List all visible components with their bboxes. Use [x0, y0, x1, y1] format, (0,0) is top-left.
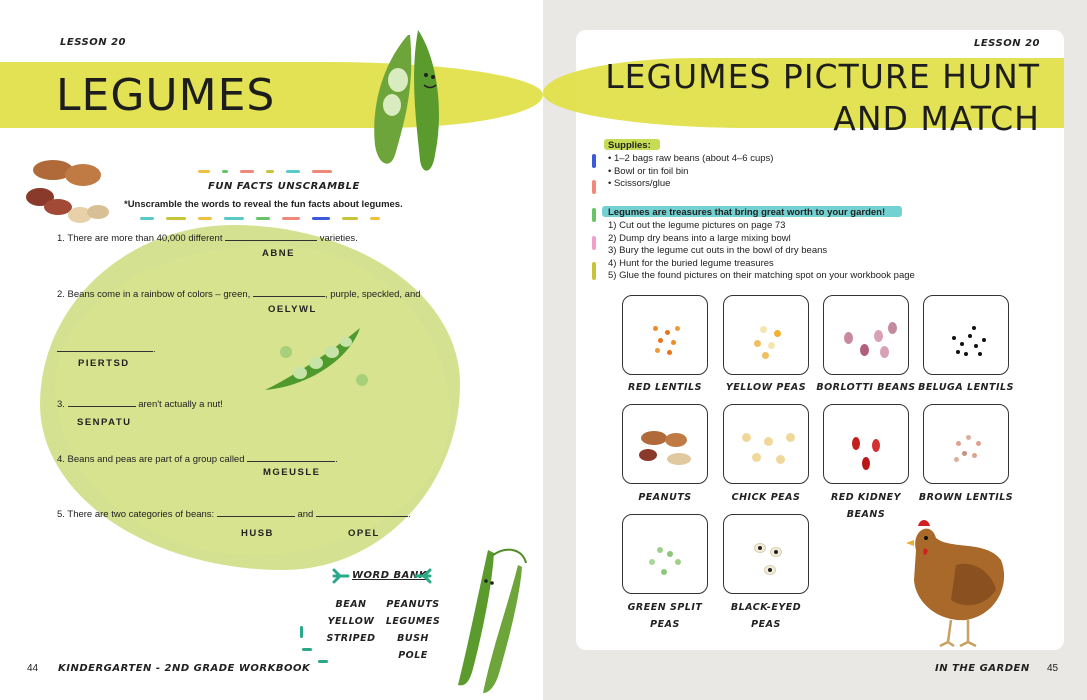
answer-blank-1[interactable]: [225, 232, 318, 241]
tile-label-brown-lentils: BROWN LENTILS: [918, 492, 1014, 503]
question-2: 2. Beans come in a rainbow of colors – g…: [57, 288, 421, 300]
yellow-brush-stroke: [543, 58, 1064, 128]
decor-dash: [312, 170, 332, 173]
supplies-list: • 1–2 bags raw beans (about 4–6 cups) • …: [608, 153, 774, 189]
yellow-brush-stroke: [0, 62, 543, 128]
sprig-icon: [332, 568, 350, 584]
scrambled-word-4: MGEUSLE: [263, 467, 321, 478]
answer-blank-5b[interactable]: [315, 508, 408, 517]
pea-pod-icon: [374, 30, 439, 171]
green-watercolor-wash: [55, 245, 450, 555]
scrambled-word-2a: OELYWL: [268, 304, 317, 315]
decor-dash: [302, 648, 312, 651]
decor-dash: [342, 217, 358, 220]
decor-dash: [312, 217, 330, 220]
tile-red-lentils[interactable]: [622, 295, 708, 375]
decor-dash: [370, 217, 380, 220]
answer-blank-2a[interactable]: [252, 288, 325, 297]
tile-beluga-lentils[interactable]: [923, 295, 1009, 375]
decor-dash: [300, 626, 303, 638]
color-mark: [592, 208, 596, 222]
decor-dash: [318, 660, 328, 663]
question-1: 1. There are more than 40,000 different …: [57, 232, 358, 244]
left-page: LESSON 20 LEGUMES FUN FACTS UNSCRAMBLE *…: [0, 0, 543, 700]
tile-label-peanuts: PEANUTS: [638, 492, 692, 503]
hen-icon: [906, 520, 1005, 648]
decor-dash: [240, 170, 254, 173]
peanuts-icon: [26, 160, 109, 223]
steps-list: 1) Cut out the legume pictures on page 7…: [608, 220, 915, 281]
tile-peanuts[interactable]: [622, 404, 708, 484]
open-pea-pod-icon: [265, 328, 368, 390]
question-2-continued: .: [57, 343, 156, 355]
tile-yellow-peas[interactable]: [723, 295, 809, 375]
lesson-label: LESSON 20: [60, 37, 127, 48]
answer-blank-4[interactable]: [247, 453, 336, 462]
decor-dash: [166, 217, 186, 220]
supplies-title: Supplies:: [608, 140, 651, 151]
activity-card: LESSON 20 LEGUMES PICTURE HUNT AND MATCH…: [543, 30, 1064, 650]
fun-facts-title: FUN FACTS UNSCRAMBLE: [208, 181, 360, 192]
right-page: LESSON 20 LEGUMES PICTURE HUNT AND MATCH…: [543, 0, 1087, 700]
footer-text: KINDERGARTEN - 2ND GRADE WORKBOOK: [58, 663, 311, 674]
scrambled-word-2b: PIERTSD: [78, 358, 130, 369]
page-number: 44: [27, 663, 39, 674]
color-mark: [592, 262, 596, 280]
decor-dash: [256, 217, 270, 220]
color-mark: [592, 180, 596, 194]
decor-dash: [198, 217, 212, 220]
color-mark: [592, 154, 596, 168]
tile-red-kidney-beans[interactable]: [823, 404, 909, 484]
footer-text: IN THE GARDEN: [935, 663, 1030, 674]
steps-title: Legumes are treasures that bring great w…: [608, 207, 886, 218]
decor-dash: [286, 170, 300, 173]
question-5: 5. There are two categories of beans: an…: [57, 508, 411, 520]
decor-dash: [140, 217, 154, 220]
scrambled-word-5a: HUSB: [241, 528, 274, 539]
tile-borlotti-beans[interactable]: [823, 295, 909, 375]
word-bank-title: WORD BANK: [352, 570, 427, 581]
answer-blank-2b[interactable]: [57, 343, 153, 352]
tile-label-red-lentils: RED LENTILS: [628, 382, 702, 393]
highlight-mark: [602, 206, 902, 217]
color-mark: [592, 236, 596, 250]
answer-blank-5a[interactable]: [216, 508, 295, 517]
decor-dash: [222, 170, 228, 173]
tile-brown-lentils[interactable]: [923, 404, 1009, 484]
instruction-text: *Unscramble the words to reveal the fun …: [124, 199, 403, 210]
page-number: 45: [1047, 663, 1059, 674]
decor-dash: [282, 217, 300, 220]
sprig-icon: [414, 568, 432, 584]
tile-chick-peas[interactable]: [723, 404, 809, 484]
page-title: LEGUMES: [56, 70, 276, 121]
pea-vine-icon: [458, 548, 527, 693]
decor-dash: [198, 170, 210, 173]
tile-label-yellow-peas: YELLOW PEAS: [725, 382, 807, 393]
word-bank-column-2: PEANUTS LEGUMES BUSH POLE: [385, 599, 441, 661]
tile-label-borlotti-beans: BORLOTTI BEANS: [816, 382, 916, 393]
scrambled-word-3: SENPATU: [77, 417, 132, 428]
tile-green-split-peas[interactable]: [622, 514, 708, 594]
lesson-label: LESSON 20: [973, 38, 1040, 49]
word-bank-column-1: BEAN YELLOW STRIPED: [326, 599, 376, 644]
tile-black-eyed-peas[interactable]: [723, 514, 809, 594]
decor-dash: [266, 170, 274, 173]
answer-blank-3[interactable]: [67, 398, 136, 407]
tile-label-chick-peas: CHICK PEAS: [731, 492, 801, 503]
question-4: 4. Beans and peas are part of a group ca…: [57, 453, 338, 465]
highlight-mark: [604, 139, 660, 150]
scrambled-word-5b: OPEL: [348, 528, 380, 539]
tile-label-beluga-lentils: BELUGA LENTILS: [918, 382, 1014, 393]
scrambled-word-1: ABNE: [262, 248, 295, 259]
page-title: LEGUMES PICTURE HUNT AND MATCH: [605, 57, 1040, 138]
question-3: 3. aren't actually a nut!: [57, 398, 223, 410]
decor-dash: [224, 217, 244, 220]
